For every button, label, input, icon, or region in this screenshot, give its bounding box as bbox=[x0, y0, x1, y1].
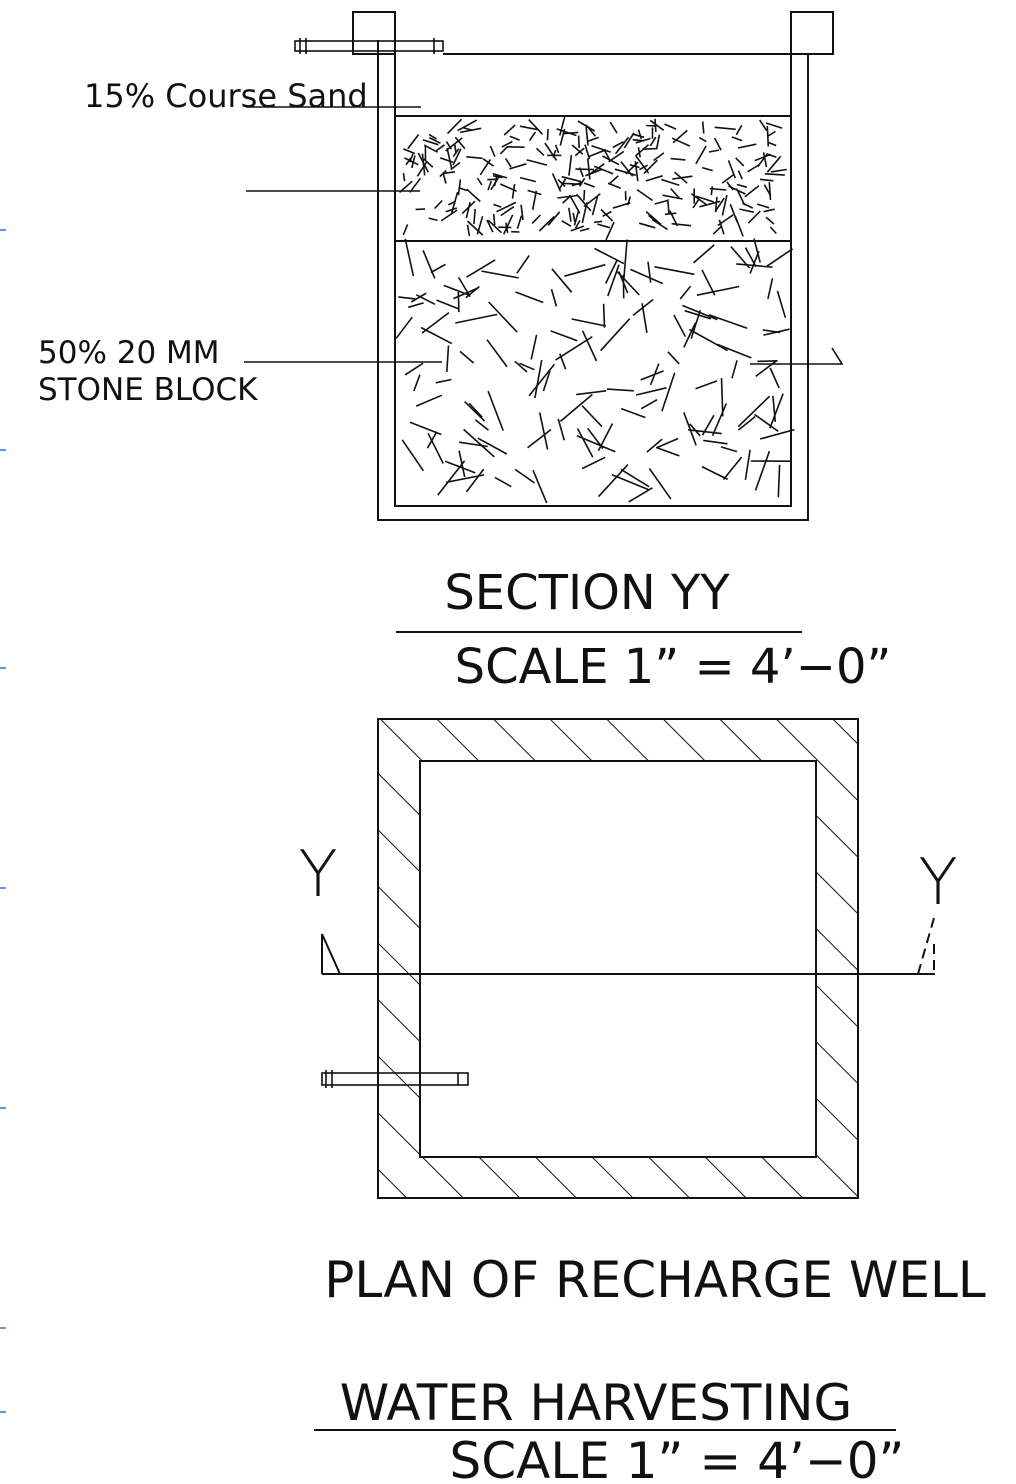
plan-inlet-pipe bbox=[321, 1070, 469, 1088]
wh-scale: SCALE 1” = 4’−0” bbox=[450, 1432, 905, 1484]
sand-layer bbox=[395, 115, 791, 242]
section-marker-right: Y bbox=[918, 846, 957, 920]
right-leader bbox=[750, 347, 844, 365]
plan-wall-hatch bbox=[377, 718, 859, 1199]
section-cut-line bbox=[321, 917, 935, 975]
section-title: SECTION YY bbox=[444, 565, 730, 621]
inlet-pipe bbox=[294, 38, 444, 54]
right-wall-cap bbox=[790, 11, 834, 55]
section-yy-view: 15% Course Sand 50% 20 MM STONE BLOCK SE… bbox=[38, 11, 892, 695]
wh-title: WATER HARVESTING bbox=[340, 1374, 853, 1432]
inner-wall bbox=[394, 54, 792, 507]
sand-label: 15% Course Sand bbox=[84, 77, 368, 115]
section-marker-left: Y bbox=[298, 838, 337, 912]
stone-layer bbox=[395, 238, 795, 504]
plan-view: Y Y PLAN OF RECHARGE WELL bbox=[298, 718, 986, 1309]
margin-ticks bbox=[0, 229, 6, 1413]
stone-label-line2: STONE BLOCK bbox=[38, 372, 258, 408]
outer-wall bbox=[377, 40, 809, 521]
stone-label-line1: 50% 20 MM bbox=[38, 335, 220, 371]
plan-title: PLAN OF RECHARGE WELL bbox=[324, 1251, 986, 1309]
left-wall-cap bbox=[352, 11, 396, 55]
water-harvesting-title-block: WATER HARVESTING SCALE 1” = 4’−0” bbox=[314, 1374, 904, 1484]
section-scale: SCALE 1” = 4’−0” bbox=[455, 639, 892, 695]
